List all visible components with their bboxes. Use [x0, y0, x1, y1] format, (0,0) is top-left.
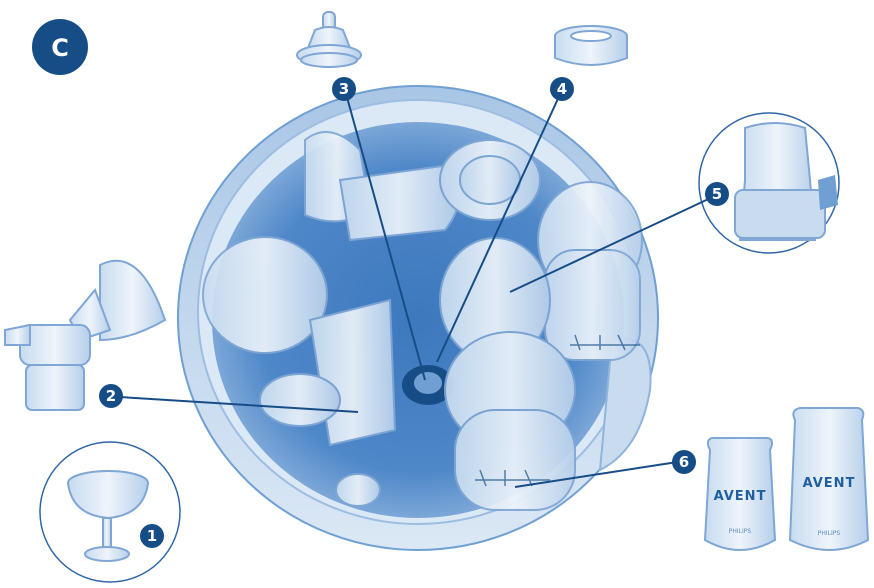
callout-2: 2: [99, 384, 123, 408]
bottle-large-subbrand: PHILIPS: [818, 530, 841, 537]
leader-lines: [119, 89, 718, 488]
breast-pump-part: [4, 259, 167, 411]
callout-4-label: 4: [557, 80, 567, 98]
embossed-marks: [475, 334, 640, 487]
callout-3-label: 3: [339, 80, 349, 98]
callout-5: 5: [705, 182, 729, 206]
screw-ring-part: [554, 25, 628, 66]
leader-line-2: [119, 396, 359, 413]
callout-4: 4: [550, 77, 574, 101]
callout-6: 6: [672, 450, 696, 474]
leader-line-6: [514, 460, 685, 488]
callout-1-label: 1: [147, 527, 157, 545]
bottle-small-brand: AVENT: [714, 489, 767, 504]
leader-line-5: [509, 194, 718, 293]
callout-2-label: 2: [106, 387, 116, 405]
callout-5-label: 5: [712, 185, 722, 203]
leader-line-4: [436, 89, 563, 363]
bottle-small: AVENT PHILIPS: [703, 437, 777, 551]
bottle-large-brand: AVENT: [803, 476, 856, 491]
detail-circle-1: [39, 441, 181, 583]
teat-part: [296, 11, 362, 68]
leader-line-3: [344, 89, 426, 381]
section-badge: C: [32, 19, 88, 75]
callout-1: 1: [140, 524, 164, 548]
steriliser-contents: [202, 131, 643, 511]
bottle-large: AVENT PHILIPS: [788, 407, 870, 551]
detail-circle-5: [698, 112, 840, 254]
section-label: C: [51, 34, 69, 62]
callout-3: 3: [332, 77, 356, 101]
callout-6-label: 6: [679, 453, 689, 471]
bottle-small-subbrand: PHILIPS: [729, 528, 752, 535]
